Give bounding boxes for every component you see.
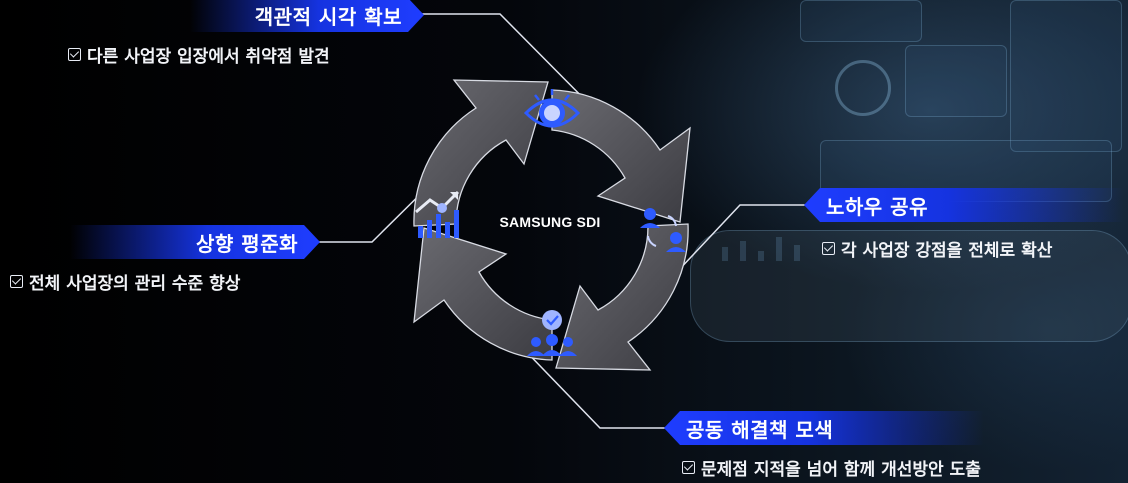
label-left-title: 상향 평준화 [70,225,320,259]
label-right-desc: 각 사업장 강점을 전체로 확산 [822,236,1052,261]
label-bottom-desc-text: 문제점 지적을 넘어 함께 개선방안 도출 [701,460,981,480]
bg-hud-panel [800,0,922,42]
label-top-desc-text: 다른 사업장 입장에서 취약점 발견 [87,47,330,67]
connector-line-right [659,204,806,291]
label-top-desc: 다른 사업장 입장에서 취약점 발견 [68,42,330,67]
bg-device [690,230,1128,342]
bg-hud-panel [1010,0,1122,152]
growth-chart-icon [415,190,460,238]
label-left-desc: 전체 사업장의 관리 수준 향상 [10,269,240,294]
checkbox-icon [10,275,23,288]
brand-logo-text: SAMSUNG SDI [499,214,601,230]
cycle-arrow-bottom [413,227,553,361]
bg-bar [722,247,728,261]
label-right-title-text: 노하우 공유 [826,194,928,219]
team-check-icon [527,310,577,356]
label-bottom-title-text: 공동 해결책 모색 [686,417,834,442]
cycle-arrow-right [555,223,689,371]
label-left-desc-text: 전체 사업장의 관리 수준 향상 [29,274,241,294]
cycle-arrow-top [551,89,691,223]
cycle-arrow-left [413,79,549,227]
bg-bar [758,251,764,261]
label-left-title-text: 상향 평준화 [196,231,298,256]
bg-bar [740,241,746,261]
bg-bar [794,245,800,261]
label-right-title: 노하우 공유 [804,188,1124,222]
people-exchange-icon [640,208,686,252]
label-top-title: 객관적 시각 확보 [190,0,424,32]
bg-hud-ring [835,60,891,116]
label-bottom-desc: 문제점 지적을 넘어 함께 개선방안 도출 [682,455,981,480]
eye-icon [523,89,581,128]
checkbox-icon [68,48,81,61]
cycle-arrows [413,79,691,371]
connector-line-bottom [514,339,665,429]
label-top-title-text: 객관적 시각 확보 [254,4,402,29]
label-right-desc-text: 각 사업장 강점을 전체로 확산 [841,241,1053,261]
checkbox-icon [682,461,695,474]
label-bottom-title: 공동 해결책 모색 [664,411,984,445]
connector-line-top [420,13,611,126]
checkbox-icon [822,242,835,255]
bg-bar [776,237,782,261]
bg-hud-panel [905,45,1007,117]
